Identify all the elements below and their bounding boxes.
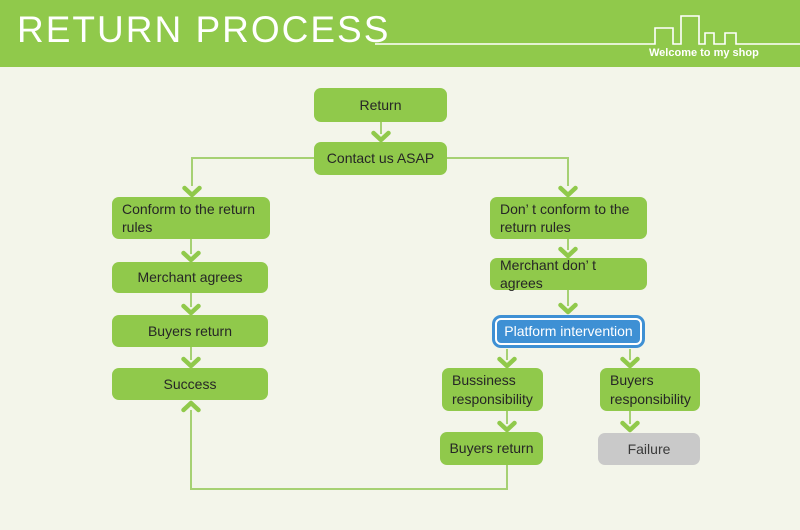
city-skyline-icon [375, 15, 800, 45]
node-merchant-agrees: Merchant agrees [112, 262, 268, 293]
header-banner: RETURN PROCESS Welcome to my shop [0, 0, 800, 67]
node-bussiness-responsibility: Bussiness responsibility [442, 368, 543, 411]
connector-lines [190, 122, 631, 490]
node-dont-conform-to-rules: Don’ t conform to the return rules [490, 197, 647, 239]
node-merchant-dont-agrees: Merchant don’ t agrees [490, 257, 647, 291]
node-contact-us-asap: Contact us ASAP [314, 142, 447, 175]
node-return: Return [314, 88, 447, 122]
node-platform-intervention: Platform intervention [495, 318, 642, 345]
node-failure: Failure [598, 433, 700, 465]
welcome-tagline: Welcome to my shop [649, 47, 759, 59]
page-title: RETURN PROCESS [17, 9, 391, 50]
node-success: Success [112, 368, 268, 400]
node-buyers-responsibility: Buyers responsibility [600, 368, 700, 411]
node-conform-to-rules: Conform to the return rules [112, 197, 270, 239]
node-buyers-return-right: Buyers return [440, 432, 543, 465]
node-buyers-return-left: Buyers return [112, 315, 268, 347]
